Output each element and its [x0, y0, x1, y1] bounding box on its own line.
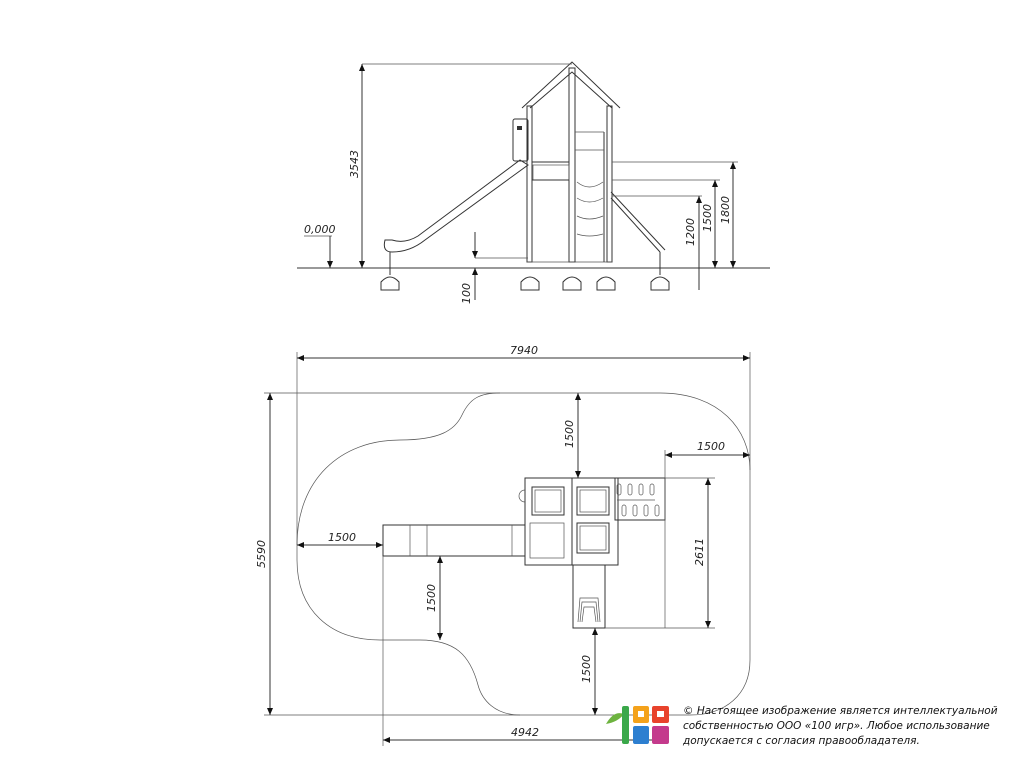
copyright-line-2: собственностью ООО «100 игр». Любое испо… [683, 720, 990, 732]
dim-left-zone: 1500 [328, 531, 356, 544]
company-logo [604, 704, 672, 746]
dim-1500: 1500 [701, 204, 714, 232]
elevation-view: 3543 0,000 100 1200 1500 1800 [297, 61, 770, 304]
dim-right-zone: 1500 [697, 440, 725, 453]
deck-modules [518, 477, 619, 566]
plan-view: 7940 5590 1500 1500 2611 1500 1500 1500 … [255, 344, 751, 746]
roof [521, 61, 621, 109]
copyright-notice: © Настоящее изображение является интелле… [683, 704, 1013, 749]
dim-slide-length: 4942 [511, 726, 539, 739]
dim-clearance: 100 [460, 283, 473, 304]
dim-total-height: 3543 [348, 150, 361, 178]
safety-zone-outline [296, 392, 751, 716]
slide-side [383, 159, 529, 253]
ladder-plan [572, 564, 606, 629]
dim-width: 7940 [510, 344, 538, 357]
level-zero-label: 0,000 [304, 223, 336, 236]
side-panel-plan [614, 477, 666, 521]
dim-side-length: 2611 [693, 538, 706, 566]
foundation-feet [380, 276, 670, 291]
ladder [574, 131, 605, 262]
slide-plan [382, 524, 526, 557]
dim-1800: 1800 [719, 196, 732, 224]
dim-slide-side-zone: 1500 [425, 584, 438, 612]
copyright-line-3: допускается с согласия правообладателя. [683, 735, 920, 747]
dim-bottom-zone: 1500 [580, 655, 593, 683]
climbing-ramp [610, 191, 666, 253]
dim-depth: 5590 [255, 540, 268, 568]
side-panel [512, 118, 529, 162]
copyright-line-1: © Настоящее изображение является интелле… [683, 705, 998, 717]
dim-1200: 1200 [684, 218, 697, 246]
tower-posts [526, 67, 613, 263]
dim-top-zone: 1500 [563, 420, 576, 448]
